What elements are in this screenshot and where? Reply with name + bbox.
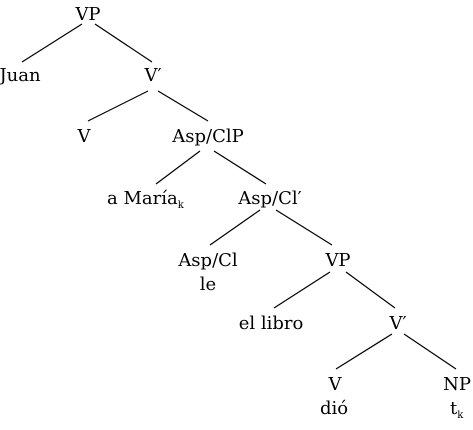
trace-text: t	[450, 398, 458, 419]
a-maria-text: a María	[107, 188, 178, 209]
node-el-libro: el libro	[239, 313, 304, 334]
node-dio: dió	[320, 398, 348, 419]
node-asp-cl: Asp/Cl	[177, 250, 238, 271]
branch-vp2-ellibro	[273, 271, 331, 309]
branch-vbar2-v2	[335, 333, 393, 370]
node-vp-root: VP	[74, 4, 100, 25]
branch-aspclbar-aspcl	[209, 209, 261, 246]
trace-index: k	[457, 410, 464, 421]
branch-vp-vbar	[94, 23, 153, 63]
node-vbar-1: V′	[143, 65, 161, 86]
branch-aspclbar-vp2	[275, 209, 333, 246]
node-asp-clbar: Asp/Cl′	[237, 188, 301, 209]
branch-vbar-v	[87, 90, 149, 122]
node-vp-2: VP	[324, 250, 350, 271]
branch-aspclp-aspclbar	[213, 150, 267, 185]
node-a-maria: a Maríak	[107, 188, 185, 211]
branch-vp-juan	[21, 23, 83, 63]
node-juan: Juan	[0, 65, 41, 86]
a-maria-index: k	[178, 200, 185, 211]
node-np: NP	[443, 374, 471, 395]
tree-labels: VP Juan V′ V Asp/ClP a Maríak Asp/Cl′ As…	[0, 4, 471, 421]
node-v-1: V	[77, 126, 92, 147]
branch-vbar-aspclp	[157, 90, 209, 122]
branch-vbar2-np	[403, 333, 457, 370]
node-vbar-2: V′	[388, 313, 406, 334]
node-trace: tk	[450, 398, 464, 421]
node-v-2: V	[328, 374, 343, 395]
node-le: le	[200, 274, 216, 295]
branch-vp2-vbar2	[345, 271, 396, 309]
node-asp-clp: Asp/ClP	[171, 126, 243, 147]
branch-aspclp-amaria	[155, 150, 201, 185]
tree-branches	[21, 23, 457, 370]
